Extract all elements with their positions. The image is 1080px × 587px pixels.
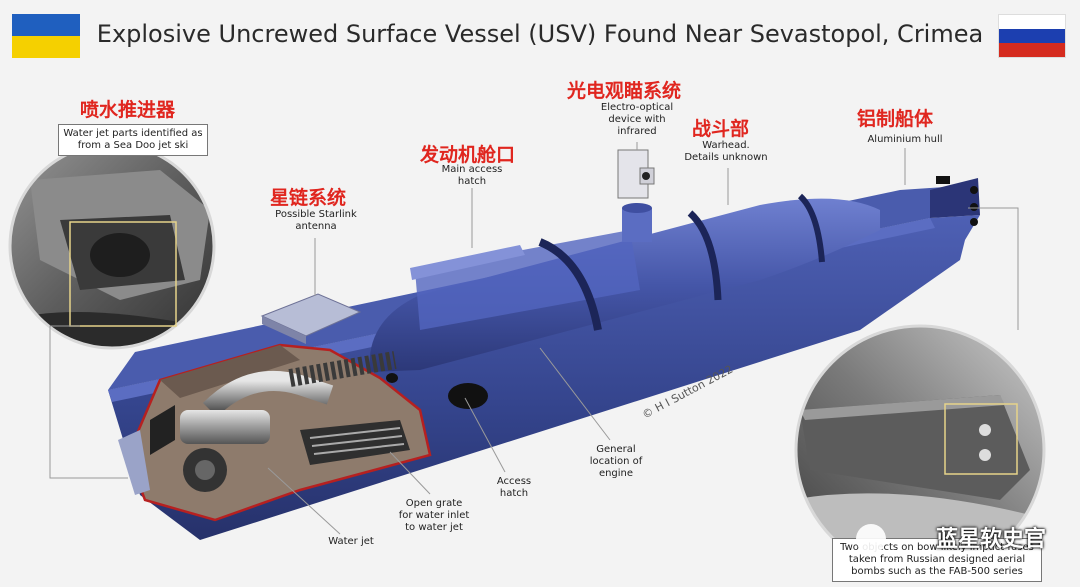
hull-label-cn: 铝制船体	[857, 108, 934, 130]
starlink-label-cn: 星链系统	[270, 187, 347, 209]
starlink-note: Possible Starlink antenna	[275, 209, 357, 232]
warhead-note: Warhead. Details unknown	[684, 140, 768, 163]
grate-note: Open grate for water inlet to water jet	[398, 498, 470, 533]
ukraine-flag	[12, 14, 80, 58]
watermark: 蓝星软史官	[935, 527, 1046, 552]
access-hatch-shape	[448, 383, 488, 409]
hatch-note: Main access hatch	[441, 164, 503, 187]
eo-note: Electro-optical device with infrared	[600, 102, 674, 137]
hatch-label-cn: 发动机舱口	[420, 144, 516, 166]
eo-label-cn: 光电观瞄系统	[567, 80, 682, 102]
waterjet-label-cn: 喷水推进器	[80, 99, 176, 121]
waterjet-note: Water jet parts identified as from a Sea…	[58, 124, 208, 156]
hull-note: Aluminium hull	[867, 134, 943, 145]
jet-ski-photo	[10, 144, 214, 348]
russia-flag	[998, 14, 1066, 58]
page-title: Explosive Uncrewed Surface Vessel (USV) …	[96, 20, 984, 48]
engine-note: General location of engine	[589, 444, 643, 479]
access-hatch-note: Access hatch	[496, 476, 532, 499]
waterjet-bottom-note: Water jet	[328, 536, 374, 547]
warhead-label-cn: 战斗部	[692, 118, 750, 140]
wechat-icon	[856, 524, 886, 554]
